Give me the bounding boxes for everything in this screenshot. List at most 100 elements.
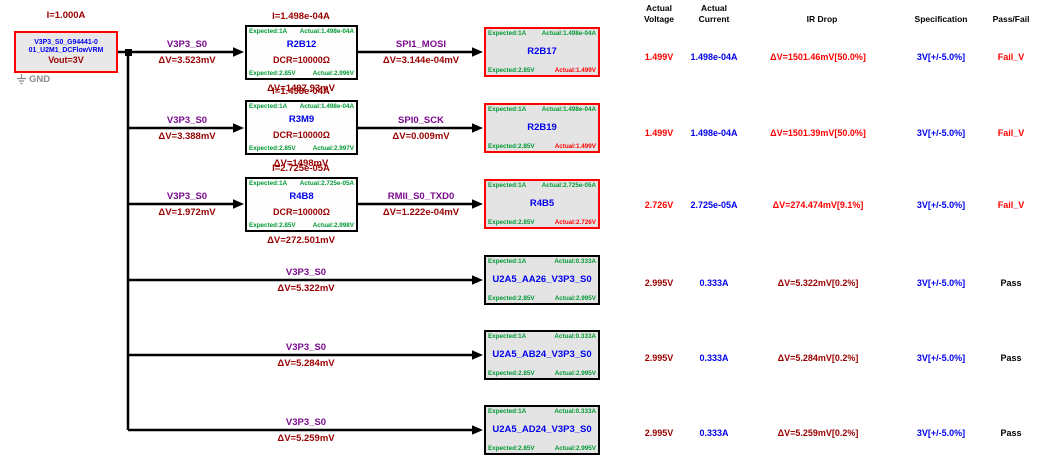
pass-fail-value: Fail_V [997, 128, 1025, 138]
expected-current: Expected:1A [249, 103, 288, 110]
pass-fail-value: Fail_V [997, 52, 1025, 62]
junction-dot [125, 49, 132, 56]
dv-label: ΔV=1.222e-04mV [382, 207, 460, 218]
expected-voltage: Expected:2.85V [488, 445, 535, 452]
expected-current: Expected:1A [249, 28, 288, 35]
expected-voltage: Expected:2.85V [488, 295, 535, 302]
actual-current-value: 1.498e-04A [690, 52, 738, 62]
actual-voltage: Actual:2.726V [554, 219, 596, 226]
actual-current: Actual:2.725e-05A [299, 180, 354, 187]
net-label: RMII_S0_TXD0 [387, 191, 455, 202]
sink-box-U2A5-AB24[interactable]: Expected:1A Actual:0.333A U2A5_AB24_V3P3_… [484, 330, 600, 380]
expected-voltage: Expected:2.85V [488, 370, 535, 377]
actual-voltage: Actual:1.499V [554, 67, 596, 74]
resistor-dv-label: ΔV=1498mV [273, 158, 329, 169]
resistor-name: R3M9 [288, 114, 315, 125]
ir-drop-value: ΔV=1501.46mV[50.0%] [770, 52, 866, 62]
actual-voltage: Actual:2.997V [312, 145, 354, 152]
header-specification: Specification [914, 14, 968, 24]
dcr-label: DCR=10000Ω [273, 55, 330, 65]
actual-current: Actual:0.333A [554, 333, 596, 340]
resistor-current-label: I=1.498e-04A [272, 11, 330, 22]
pass-fail-value: Pass [1000, 428, 1022, 438]
actual-current: Actual:0.333A [554, 408, 596, 415]
actual-voltage-value: 2.995V [644, 353, 674, 363]
dv-label: ΔV=3.523mV [158, 55, 216, 66]
header-pass-fail: Pass/Fail [992, 14, 1030, 24]
ir-drop-value: ΔV=274.474mV[9.1%] [772, 200, 864, 210]
pass-fail-value: Fail_V [997, 200, 1025, 210]
expected-current: Expected:1A [488, 106, 527, 113]
ir-drop-value: ΔV=5.284mV[0.2%] [777, 353, 859, 363]
actual-current-value: 2.725e-05A [690, 200, 738, 210]
dv-label: ΔV=3.388mV [158, 131, 216, 142]
expected-voltage: Expected:2.85V [488, 219, 535, 226]
actual-voltage: Actual:2.995V [554, 370, 596, 377]
net-label: V3P3_S0 [166, 39, 208, 50]
header-ir-drop: IR Drop [806, 14, 838, 24]
expected-current: Expected:1A [488, 408, 527, 415]
expected-voltage: Expected:2.85V [488, 67, 535, 74]
dv-label: ΔV=1.972mV [158, 207, 216, 218]
sink-name: U2A5_AB24_V3P3_S0 [492, 349, 592, 360]
expected-current: Expected:1A [488, 333, 527, 340]
actual-current: Actual:1.498e-04A [541, 30, 596, 37]
actual-voltage-value: 1.499V [644, 52, 674, 62]
expected-voltage: Expected:2.85V [249, 145, 296, 152]
actual-current-value: 0.333A [699, 278, 729, 288]
actual-current-value: 1.498e-04A [690, 128, 738, 138]
net-label: V3P3_S0 [285, 417, 327, 428]
actual-voltage: Actual:2.995V [554, 295, 596, 302]
sink-name: R4B5 [529, 198, 555, 209]
actual-current: Actual:2.725e-05A [541, 182, 596, 189]
specification-value: 3V[+/-5.0%] [916, 128, 966, 138]
dv-label: ΔV=5.259mV [277, 433, 335, 444]
vrm-name-line2: 01_U2M1_DCFlowVRM [28, 46, 104, 54]
vrm-source-box[interactable]: V3P3_S0_G94441-0 01_U2M1_DCFlowVRM Vout=… [14, 31, 118, 73]
sink-box-U2A5-AD24[interactable]: Expected:1A Actual:0.333A U2A5_AD24_V3P3_… [484, 405, 600, 455]
net-label: V3P3_S0 [166, 115, 208, 126]
expected-voltage: Expected:2.85V [249, 70, 296, 77]
ir-drop-value: ΔV=5.322mV[0.2%] [777, 278, 859, 288]
actual-current: Actual:1.498e-04A [299, 103, 354, 110]
expected-voltage: Expected:2.85V [488, 143, 535, 150]
expected-current: Expected:1A [249, 180, 288, 187]
sink-name: R2B19 [527, 122, 557, 133]
specification-value: 3V[+/-5.0%] [916, 428, 966, 438]
pass-fail-value: Pass [1000, 278, 1022, 288]
source-current-label: I=1.000A [46, 10, 86, 21]
actual-voltage: Actual:2.995V [554, 445, 596, 452]
dv-label: ΔV=5.322mV [277, 283, 335, 294]
actual-voltage-value: 1.499V [644, 128, 674, 138]
net-label: V3P3_S0 [285, 267, 327, 278]
net-label: V3P3_S0 [166, 191, 208, 202]
actual-voltage: Actual:2.996V [312, 70, 354, 77]
actual-current-value: 0.333A [699, 428, 729, 438]
specification-value: 3V[+/-5.0%] [916, 52, 966, 62]
vrm-name-line1: V3P3_S0_G94441-0 [34, 38, 98, 46]
resistor-dv-label: ΔV=1497.93mV [267, 83, 335, 94]
sink-name: U2A5_AD24_V3P3_S0 [492, 424, 592, 435]
pass-fail-value: Pass [1000, 353, 1022, 363]
specification-value: 3V[+/-5.0%] [916, 200, 966, 210]
resistor-name: R2B12 [286, 39, 317, 50]
dv-label: ΔV=0.009mV [392, 131, 450, 142]
actual-current: Actual:0.333A [554, 258, 596, 265]
gnd-label: GND [29, 74, 51, 85]
sink-name: R2B17 [527, 46, 557, 57]
resistor-current-label: I=2.725e-05A [272, 163, 330, 174]
net-label: V3P3_S0 [285, 342, 327, 353]
actual-voltage-value: 2.995V [644, 428, 674, 438]
sink-name: U2A5_AA26_V3P3_S0 [492, 274, 592, 285]
ir-drop-value: ΔV=1501.39mV[50.0%] [770, 128, 866, 138]
